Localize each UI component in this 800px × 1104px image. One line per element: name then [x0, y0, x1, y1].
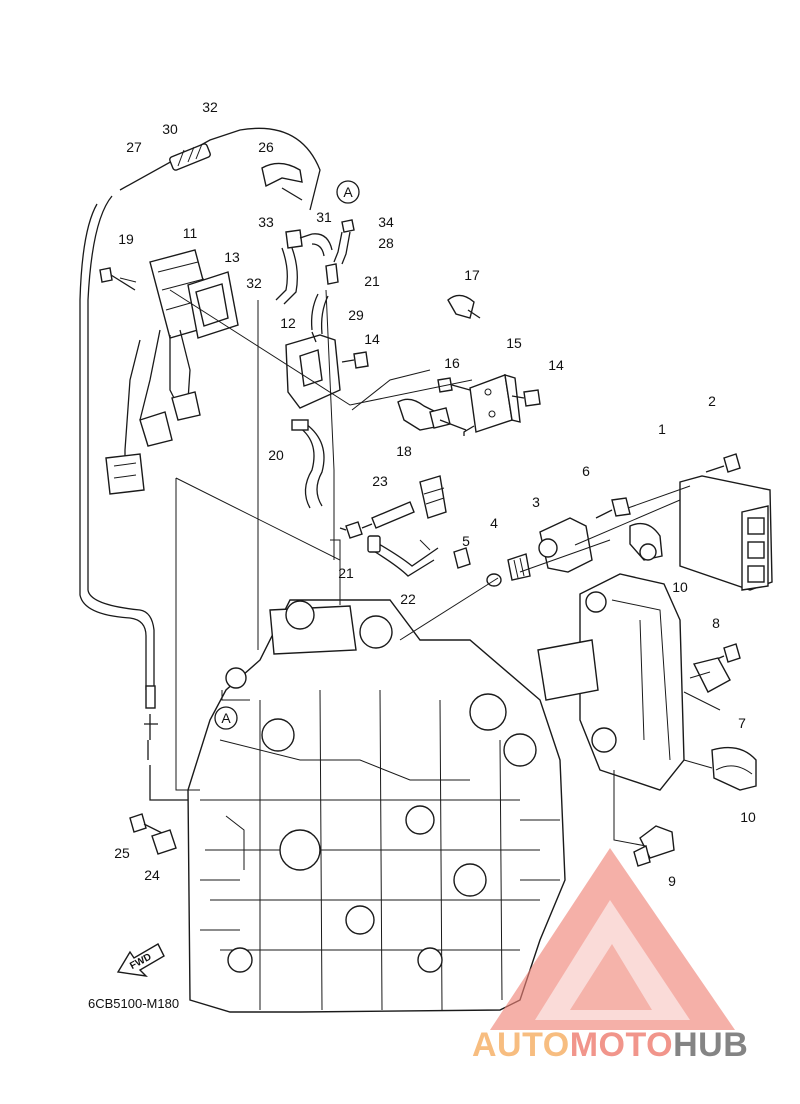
callout-30: 30 [162, 121, 178, 137]
callout-34: 34 [378, 214, 394, 230]
callout-32: 32 [202, 99, 218, 115]
callout-28: 28 [378, 235, 394, 251]
callout-12: 12 [280, 315, 296, 331]
callout-9: 9 [668, 873, 676, 889]
callout-14-left: 14 [364, 331, 380, 347]
logo-text-hub: HUB [673, 1026, 748, 1064]
tee-joint-33 [285, 229, 313, 249]
callout-17: 17 [464, 267, 480, 283]
callout-10-upper: 10 [672, 579, 688, 595]
callout-26: 26 [258, 139, 274, 155]
callout-31: 31 [316, 209, 332, 225]
hose-28 [333, 219, 355, 265]
logo-text-auto: AUTO [472, 1026, 570, 1064]
callout-29: 29 [348, 307, 364, 323]
drawing-code: 6CB5100-M180 [88, 996, 179, 1011]
joint-21-upper [325, 263, 339, 285]
bracket-12 [285, 331, 341, 409]
hose-29 [310, 293, 329, 335]
callout-33: 33 [258, 214, 274, 230]
ecu-1 [679, 475, 773, 591]
callout-23: 23 [372, 473, 388, 489]
clip-24 [151, 829, 177, 855]
callout-6: 6 [582, 463, 590, 479]
grommet-4 [507, 553, 531, 581]
bracket-7 [692, 657, 731, 693]
callout-3: 3 [532, 494, 540, 510]
callout-20: 20 [268, 447, 284, 463]
sensor-23 [419, 475, 447, 519]
logo-text: AUTOMOTOHUB [472, 1026, 748, 1064]
callout-24: 24 [144, 867, 160, 883]
callout-21-upper: 21 [364, 273, 380, 289]
callout-14-right: 14 [548, 357, 564, 373]
clip-17 [447, 294, 481, 319]
callout-21-lower: 21 [338, 565, 354, 581]
ref-marker-a-text: A [343, 184, 353, 200]
ref-marker-a-text: A [221, 710, 231, 726]
callout-19: 19 [118, 231, 134, 247]
clamp-10-upper [629, 522, 663, 561]
logo-triangle-icon [490, 848, 735, 1030]
callout-16: 16 [444, 355, 460, 371]
ref-marker-a-bottom: A [214, 706, 238, 730]
holder-18 [397, 398, 451, 431]
callout-11: 11 [183, 225, 198, 241]
bolt-6 [595, 497, 631, 519]
bolt-14-left [341, 351, 369, 369]
joint-21-lower [339, 521, 373, 539]
clamp-10-lower [711, 746, 757, 791]
fwd-arrow: FWD [116, 943, 165, 977]
bolt-part-22-sensor [453, 547, 471, 569]
clip-9 [633, 825, 675, 867]
callout-5: 5 [462, 533, 470, 549]
callout-32-lower: 32 [246, 275, 262, 291]
engine-block [187, 599, 566, 1013]
hose-joint-30 [169, 143, 211, 171]
callout-22: 22 [400, 591, 416, 607]
gasket-13 [187, 271, 239, 339]
callout-13: 13 [224, 249, 240, 265]
bolt-16 [437, 377, 471, 393]
callout-8: 8 [712, 615, 720, 631]
leader-15-18 [439, 419, 475, 436]
callout-18: 18 [396, 443, 412, 459]
logo-text-moto: MOTO [570, 1026, 673, 1064]
leader-lines [119, 277, 721, 870]
bolt-14-right [511, 389, 541, 407]
hose-22 [367, 535, 439, 577]
bolt-19 [99, 267, 136, 291]
hose-20 [291, 419, 325, 509]
callout-1: 1 [658, 421, 666, 437]
ref-marker-a-top: A [336, 180, 360, 204]
callout-10-lower: 10 [740, 809, 756, 825]
callout-15: 15 [506, 335, 522, 351]
clamp-26 [261, 162, 303, 201]
callouts: 32 30 27 26 31 33 34 28 19 11 13 32 21 1… [114, 99, 756, 889]
callout-27: 27 [126, 139, 142, 155]
hose-23 [371, 501, 415, 529]
callout-4: 4 [490, 515, 498, 531]
automotohub-logo: AUTOMOTOHUB [472, 848, 748, 1064]
callout-2: 2 [708, 393, 716, 409]
bolt-2 [705, 453, 741, 473]
mount-3 [538, 517, 593, 573]
callout-7: 7 [738, 715, 746, 731]
callout-25: 25 [114, 845, 130, 861]
hose-32-lower [275, 247, 298, 305]
bracket-15 [469, 374, 521, 433]
hose-31 [311, 233, 333, 257]
